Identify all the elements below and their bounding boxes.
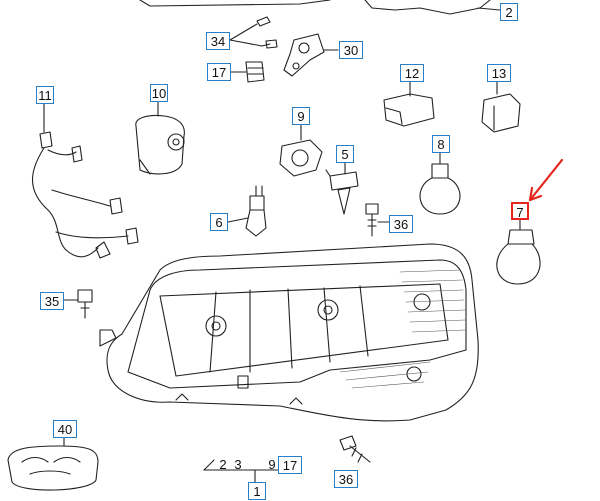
screw-part-35 <box>63 289 93 319</box>
callout-2: 2 <box>500 3 518 21</box>
cap-part-40 <box>7 437 99 491</box>
callout-12: 12 <box>400 64 424 82</box>
bulb-part-7 <box>496 219 541 285</box>
top-cover-part <box>139 0 501 15</box>
pointer-arrow <box>528 158 564 202</box>
callout-5: 5 <box>336 145 354 163</box>
callout-1: 1 <box>248 482 266 500</box>
callout-bottom-9: 9 <box>268 457 276 472</box>
connector-part-13 <box>481 81 521 133</box>
callout-7-highlighted: 7 <box>511 202 529 220</box>
bulb-part-6 <box>227 185 267 237</box>
callout-40: 40 <box>53 420 77 438</box>
bulb-part-8 <box>419 151 461 215</box>
callout-35: 35 <box>40 292 64 310</box>
callout-30: 30 <box>339 41 363 59</box>
screw-part-34 <box>229 16 278 49</box>
bracket-part-30 <box>283 33 339 77</box>
callout-36-bottom: 36 <box>334 470 358 488</box>
callout-bottom-3: 3 <box>234 457 242 472</box>
bulb-socket-part-9 <box>279 121 323 177</box>
screw-part-36-bottom <box>339 435 371 463</box>
callout-6: 6 <box>210 213 228 231</box>
bulb-part-5 <box>325 161 359 215</box>
screw-part-36-top <box>365 203 391 237</box>
callout-36-top: 36 <box>389 215 413 233</box>
connector-part-12 <box>383 81 435 127</box>
wiring-harness-part-11 <box>32 99 139 259</box>
callout-34: 34 <box>206 32 230 50</box>
callout-13: 13 <box>487 64 511 82</box>
callout-11: 11 <box>36 86 54 104</box>
headlamp-housing <box>99 243 479 422</box>
callout-17: 17 <box>207 63 231 81</box>
callout-bottom-2: 2 <box>219 457 227 472</box>
ballast-module-part-10 <box>135 101 185 175</box>
callout-9: 9 <box>292 107 310 125</box>
callout-10: 10 <box>150 84 168 102</box>
grommet-part-17 <box>230 61 265 83</box>
reflector-hatching <box>339 269 466 389</box>
callout-bottom-17: 17 <box>278 456 302 474</box>
callout-8: 8 <box>432 135 450 153</box>
